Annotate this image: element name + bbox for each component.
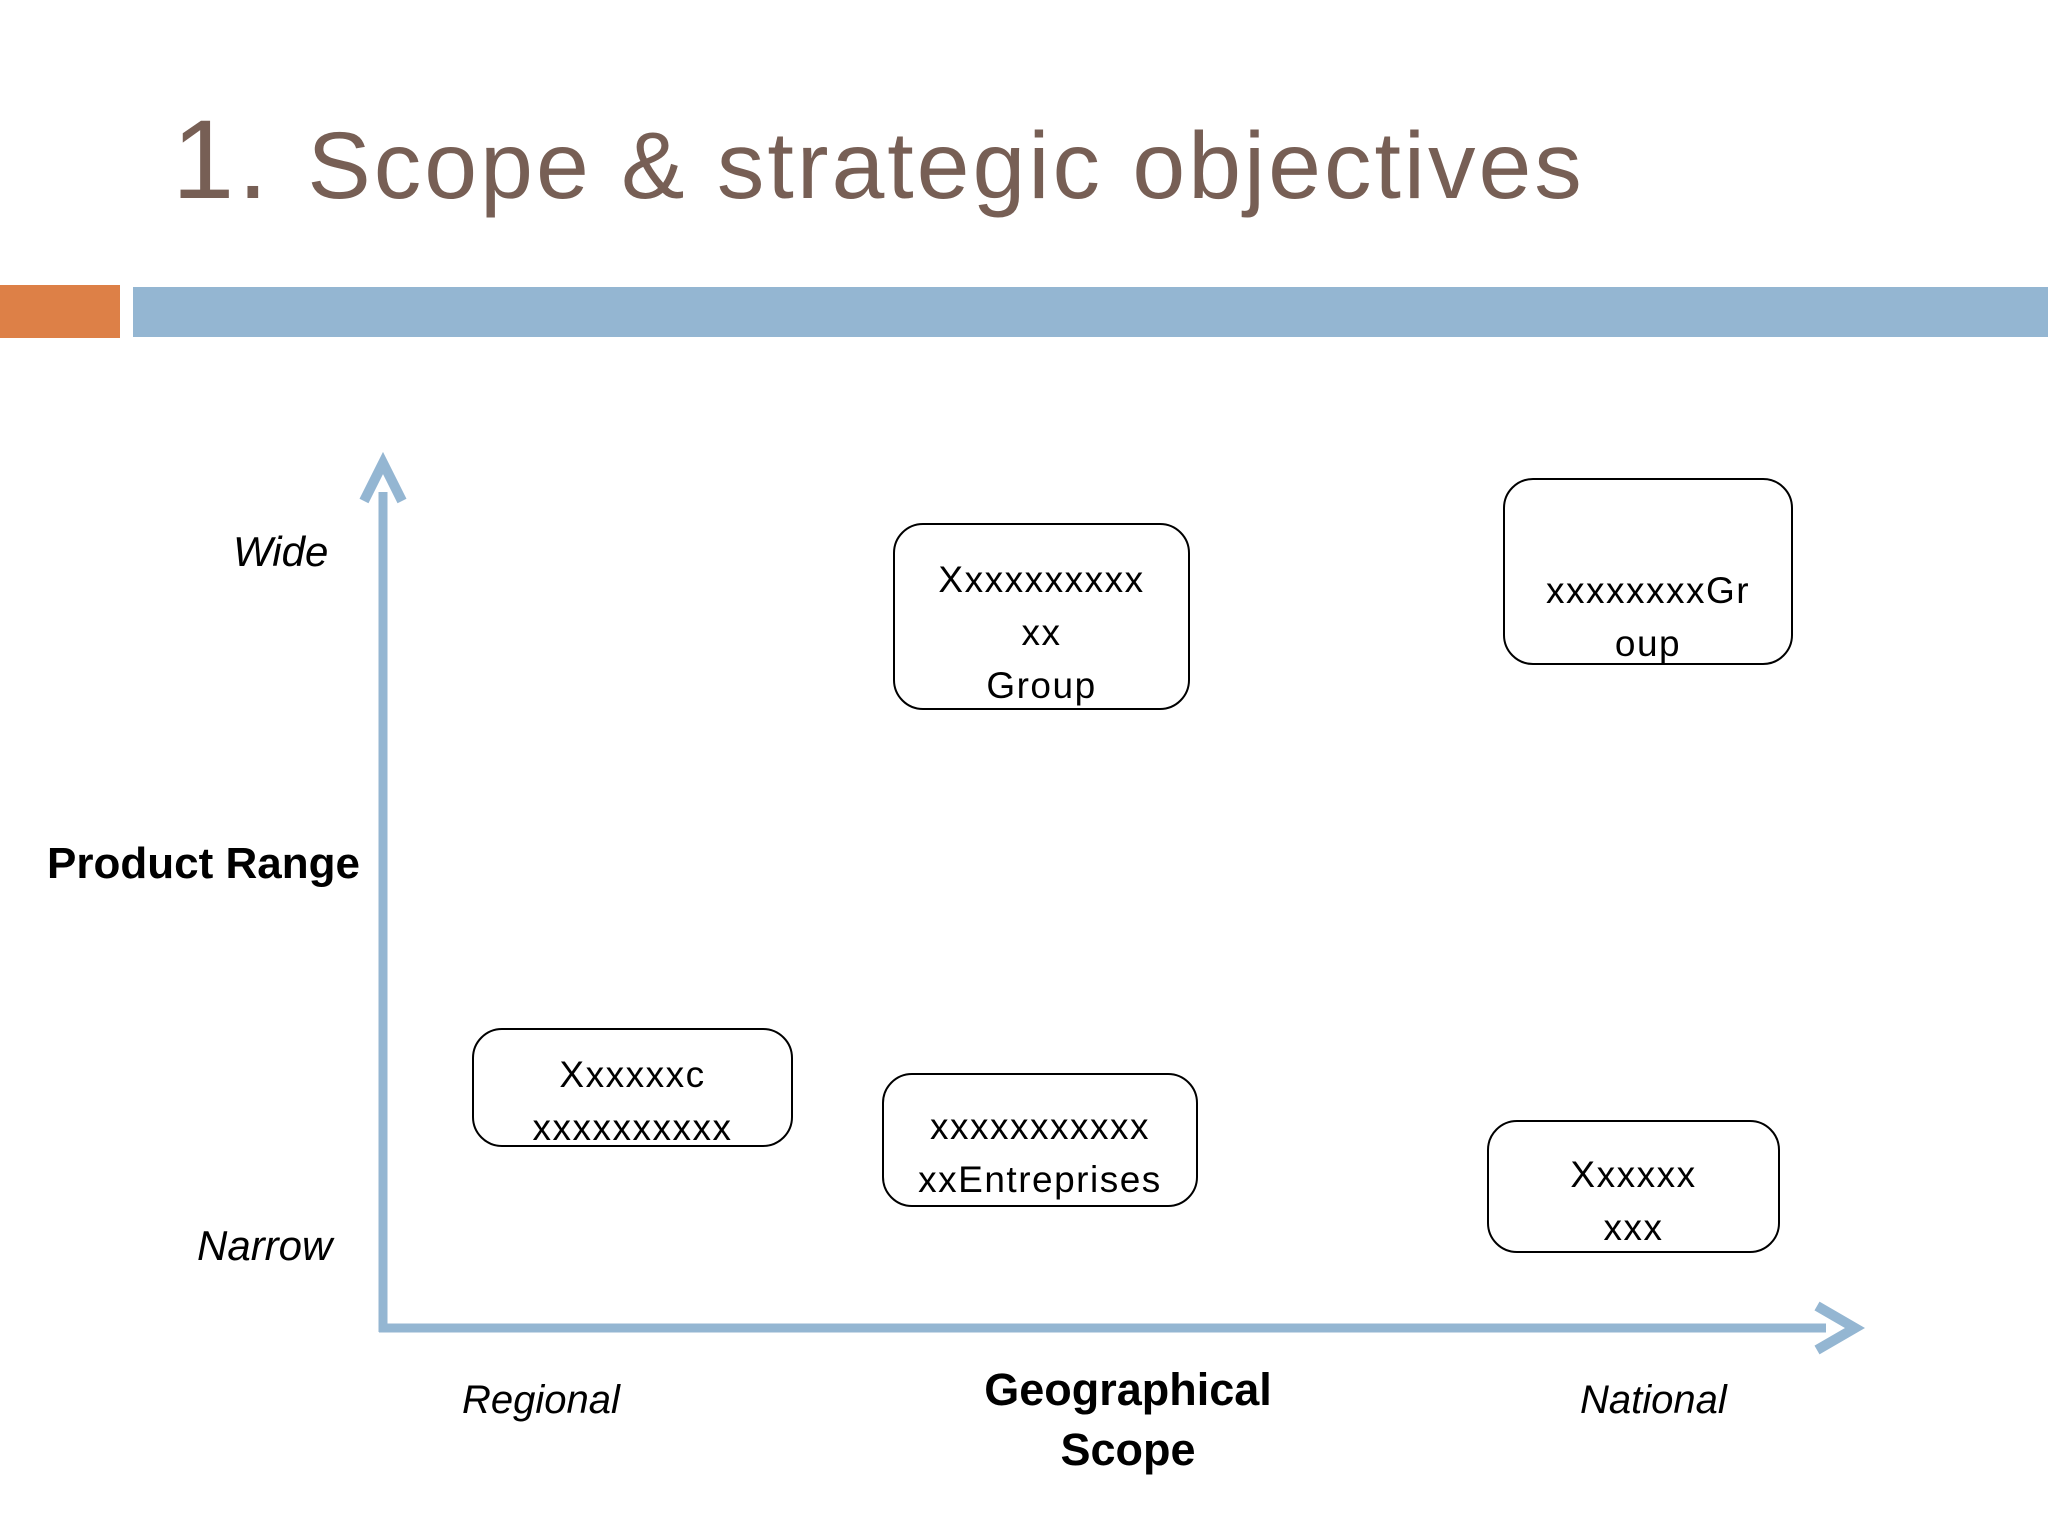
- entity-box-text-line: Xxxxxx: [1570, 1153, 1697, 1195]
- x-axis-arrowhead-icon: [1814, 1301, 1865, 1355]
- entity-box-text-line: xx: [1021, 612, 1062, 653]
- entity-box-text-line: Xxxxxxxxxx: [938, 559, 1145, 600]
- x-axis-label-line1: Geographical: [984, 1364, 1272, 1415]
- page-title: 1. Scope & strategic objectives: [172, 96, 1585, 225]
- orange-accent-block: [0, 285, 120, 338]
- y-axis-arrowhead-icon: [359, 451, 407, 504]
- entity-box-text-line: xxxxxxxxxx: [532, 1106, 733, 1148]
- entity-box-bottom-middle: xxxxxxxxxxx xxEntreprises: [882, 1073, 1198, 1207]
- entity-box-text-line: oup: [1614, 622, 1682, 664]
- entity-box-text-line: xxEntreprises: [918, 1159, 1162, 1200]
- entity-box-text-line: xxxxxxxxGr: [1545, 569, 1751, 611]
- entity-box-text-line: Group: [986, 665, 1097, 706]
- x-axis-right-label: National: [1580, 1378, 1727, 1422]
- entity-box-text-line: xxxxxxxxxxx: [930, 1106, 1150, 1147]
- entity-box-top-middle: Xxxxxxxxxx xx Group: [893, 523, 1190, 710]
- entity-box-bottom-left: Xxxxxxc xxxxxxxxxx: [472, 1028, 793, 1148]
- entity-box-text-line: Xxxxxxc: [559, 1053, 706, 1095]
- y-axis-bottom-label: Narrow: [197, 1222, 333, 1269]
- blue-accent-bar: [133, 287, 2048, 337]
- entity-box-top-right: xxxxxxxxGr oup: [1503, 478, 1793, 665]
- x-axis-label-line2: Scope: [1060, 1424, 1196, 1475]
- title-number: 1.: [172, 97, 272, 222]
- title-text: Scope & strategic objectives: [307, 113, 1585, 219]
- y-axis-label: Product Range: [47, 839, 360, 888]
- entity-box-text-line: xxx: [1603, 1206, 1664, 1248]
- x-axis-label: Geographical Scope: [928, 1360, 1328, 1480]
- entity-box-bottom-right: Xxxxxx xxx: [1487, 1120, 1780, 1253]
- x-axis-left-label: Regional: [462, 1378, 620, 1422]
- y-axis-top-label: Wide: [233, 528, 329, 575]
